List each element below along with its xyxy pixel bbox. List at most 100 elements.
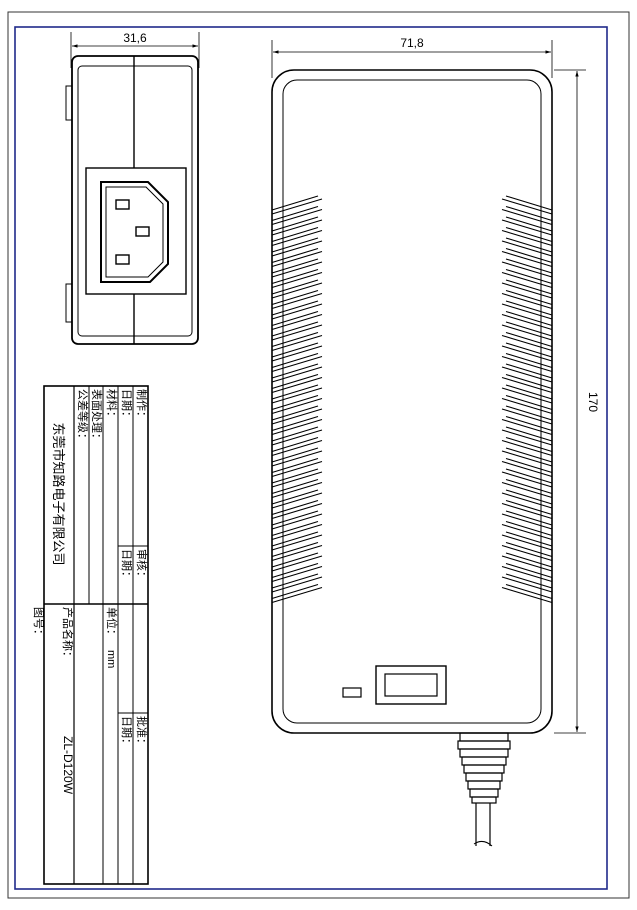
vent-fin-right	[505, 489, 553, 505]
inlet-pin-1	[115, 199, 130, 210]
vent-fin-left	[271, 492, 323, 509]
vent-fin-right	[505, 583, 553, 600]
vent-fin-right	[501, 282, 553, 299]
vent-fin-right	[501, 481, 553, 499]
vent-fin-right	[505, 363, 553, 379]
vent-fin-right	[501, 439, 553, 457]
vent-fin-left	[271, 531, 319, 547]
vent-fin-right	[501, 313, 553, 331]
vent-fin-right	[505, 289, 553, 306]
vent-fin-right	[505, 321, 553, 337]
vent-fin-right	[501, 408, 553, 425]
vent-fin-right	[505, 468, 553, 484]
vent-fin-left	[271, 342, 319, 358]
vent-fin-left	[271, 576, 323, 593]
vent-fin-right	[505, 447, 553, 463]
unit-value: mm	[105, 650, 117, 668]
vent-fin-left	[271, 345, 323, 362]
vent-fin-left	[271, 544, 323, 562]
vent-fin-right	[505, 342, 553, 358]
plug-width-label: 31,6	[123, 31, 147, 45]
vent-fin-right	[501, 576, 553, 593]
vent-fin-left	[271, 310, 319, 327]
vent-fin-right	[505, 279, 553, 295]
vent-fin-left	[271, 289, 319, 306]
vent-fin-right	[501, 418, 553, 436]
vent-fin-right	[505, 405, 553, 421]
vent-fin-left	[271, 331, 319, 348]
label-window-outer	[375, 665, 447, 705]
vent-fin-right	[501, 544, 553, 562]
inlet-pin-2	[135, 226, 150, 237]
vent-fin-right	[501, 366, 553, 383]
vent-fin-left	[271, 555, 323, 572]
vent-fin-left	[271, 240, 323, 257]
vent-fin-right	[505, 268, 553, 285]
vent-fin-left	[271, 300, 319, 316]
vent-fin-left	[271, 376, 323, 394]
vent-fin-left	[271, 436, 319, 453]
reviewer-label: 审核：	[135, 549, 149, 582]
vent-fin-left	[271, 552, 319, 568]
vent-fin-right	[505, 310, 553, 327]
product-name-label: 产品名称：	[61, 607, 75, 662]
vent-fin-left	[271, 321, 319, 337]
vent-fin-left	[271, 481, 323, 499]
vent-fin-right	[501, 471, 553, 488]
inner-frame	[14, 26, 608, 890]
vent-fin-left	[271, 586, 323, 604]
vent-fin-left	[271, 268, 319, 285]
vent-fin-left	[271, 468, 319, 484]
vent-fin-left	[271, 226, 319, 243]
vent-fin-left	[271, 208, 323, 226]
vent-fin-left	[271, 355, 323, 373]
vent-fin-right	[505, 436, 553, 453]
vent-fin-left	[271, 478, 319, 495]
outer-border	[7, 11, 630, 899]
vent-fin-right	[501, 334, 553, 352]
vent-fin-right	[501, 429, 553, 446]
vent-fin-right	[505, 352, 553, 369]
vent-fin-left	[271, 450, 323, 467]
vent-fin-right	[505, 226, 553, 243]
vent-fin-left	[271, 247, 319, 264]
adapter-top-view: 71,8 170	[271, 36, 600, 847]
vent-fin-right	[501, 345, 553, 362]
vent-fin-right	[505, 216, 553, 232]
vent-fin-left	[271, 457, 319, 474]
vent-fin-right	[501, 565, 553, 583]
vent-fin-right	[501, 523, 553, 541]
body-height-label: 170	[586, 392, 600, 412]
vent-fin-right	[501, 292, 553, 310]
vent-fin-left	[271, 352, 319, 369]
vent-fin-left	[271, 313, 323, 331]
vent-fin-right	[505, 205, 553, 222]
vent-fin-right	[505, 331, 553, 348]
vent-fin-left	[271, 195, 319, 211]
vent-fin-right	[505, 478, 553, 495]
vent-fin-right	[505, 520, 553, 537]
vent-fin-right	[501, 376, 553, 394]
title-block: 东莞市知路电子有限公司 制作： 日期： 材料： 表面处理： 公差等级： 审核： …	[32, 385, 149, 885]
vent-fin-left	[271, 334, 323, 352]
vent-fin-right	[501, 229, 553, 247]
vent-fin-left	[271, 523, 323, 541]
vent-fin-right	[501, 355, 553, 373]
date-label-3: 日期：	[120, 716, 133, 749]
vent-fin-right	[505, 562, 553, 579]
cable	[473, 803, 493, 847]
vent-fin-right	[505, 541, 553, 558]
led-indicator	[342, 687, 362, 698]
vent-fin-left	[271, 250, 323, 268]
vent-fin-left	[271, 261, 323, 278]
vent-fin-right	[501, 198, 553, 215]
vent-fin-left	[271, 502, 323, 520]
date-label-1: 日期：	[120, 389, 133, 422]
vent-fin-left	[271, 279, 319, 295]
vent-fin-right	[501, 397, 553, 415]
vent-fin-left	[271, 405, 319, 421]
vent-fin-left	[271, 562, 319, 579]
vent-fin-left	[271, 471, 323, 488]
vent-fin-left	[271, 237, 319, 253]
